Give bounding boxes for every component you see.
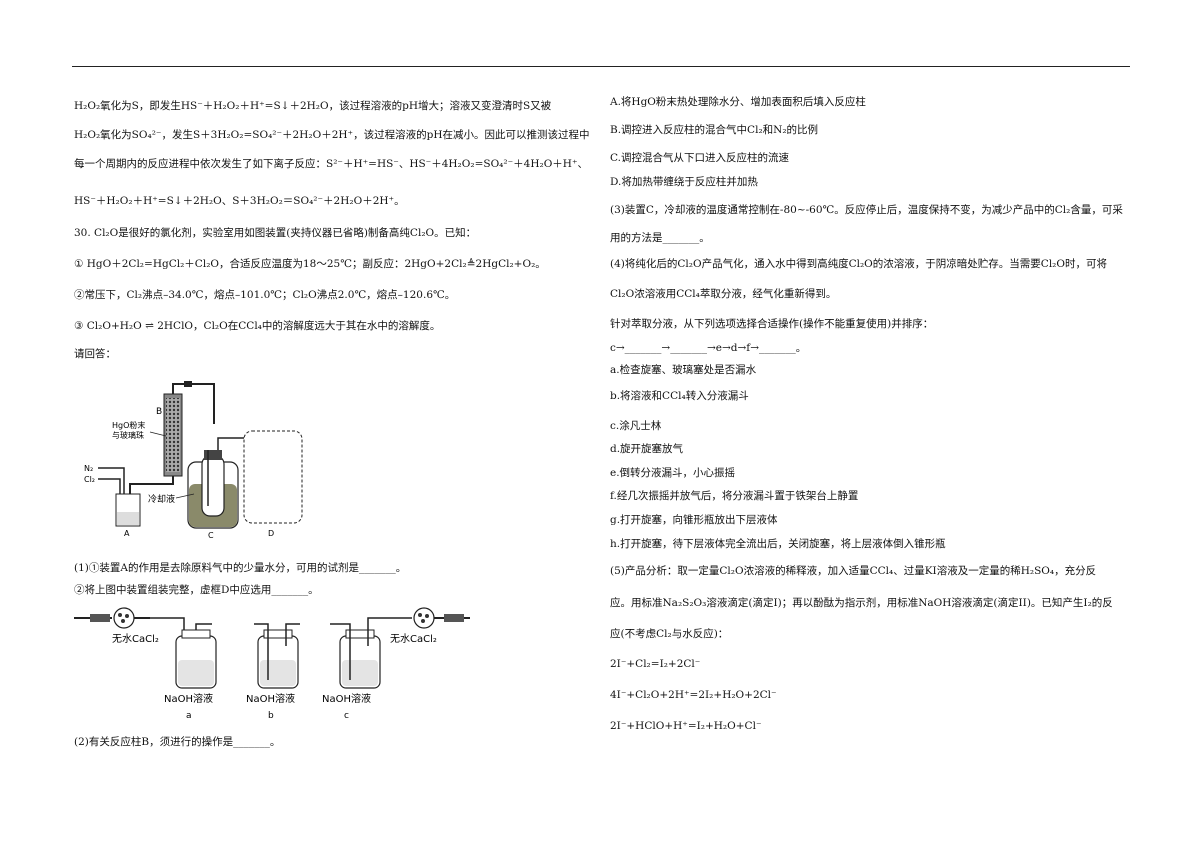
step-c: c.涂凡士林: [610, 420, 662, 432]
label-a: A: [124, 529, 130, 538]
option-a: A.将HgO粉末热处理除水分、增加表面积后填入反应柱: [610, 96, 866, 108]
question-5-line-1: (5)产品分析：取一定量Cl₂O浓溶液的稀释液，加入适量CCl₄、过量KI溶液及…: [610, 565, 1097, 577]
sub-question-1-1: (1)①装置A的作用是去除原料气中的少量水分，可用的试剂是_______。: [74, 562, 407, 574]
step-d: d.旋开旋塞放气: [610, 443, 684, 455]
apparatus-diagram: B HgO粉末 与玻璃珠 N₂ Cl₂ 冷却液 A C D: [84, 381, 303, 540]
trap-c: [201, 455, 225, 517]
step-f: f.经几次振摇并放气后，将分液漏斗置于铁架台上静置: [610, 490, 859, 502]
step-b: b.将溶液和CCl₄转入分液漏斗: [610, 390, 749, 402]
label-cacl2-c: 无水CaCl₂: [390, 633, 437, 645]
options-figure: 无水CaCl₂ 无水CaCl₂ NaOH溶液 NaOH溶液 NaOH溶液 a b…: [72, 606, 472, 724]
equation-3: 2I⁻+HClO+H⁺=I₂+H₂O+Cl⁻: [610, 720, 762, 732]
question-3-line-2: 用的方法是_______。: [610, 232, 710, 244]
options-diagram: 无水CaCl₂ 无水CaCl₂ NaOH溶液 NaOH溶液 NaOH溶液 a b…: [74, 607, 470, 721]
known-1: ① HgO＋2Cl₂=HgCl₂＋Cl₂O，合适反应温度为18～25℃；副反应：…: [74, 258, 546, 270]
label-option-b: b: [268, 711, 274, 721]
question-3-line-1: (3)装置C，冷却液的温度通常控制在-80~-60℃。反应停止后，温度保持不变，…: [610, 204, 1123, 216]
label-option-c: c: [344, 711, 349, 721]
sub-question-1-2: ②将上图中装置组装完整，虚框D中应选用_______。: [74, 584, 319, 596]
label-cooling-liquid: 冷却液: [148, 493, 175, 505]
sub-question-2: (2)有关反应柱B，须进行的操作是_______。: [74, 736, 281, 748]
question-4-sequence: c→_______→_______→e→d→f→_______。: [610, 342, 807, 354]
option-d: D.将加热带缠绕于反应柱并加热: [610, 176, 758, 188]
question-4-line-3: 针对萃取分液，从下列选项选择合适操作(操作不能重复使用)并排序：: [610, 318, 934, 330]
question-4-line-1: (4)将纯化后的Cl₂O产品气化，通入水中得到高纯度Cl₂O的浓溶液，于阴凉暗处…: [610, 258, 1107, 270]
label-naoh-c: NaOH溶液: [322, 692, 371, 705]
label-naoh-b: NaOH溶液: [246, 692, 295, 705]
label-hgo-2: 与玻璃珠: [112, 430, 144, 440]
label-n2: N₂: [84, 464, 93, 473]
question-5-line-3: 应(不考虑Cl₂与水反应)：: [610, 628, 729, 640]
question-5-line-2: 应。用标准Na₂S₂O₃溶液滴定(滴定I)；再以酚酞为指示剂，用标准NaOH溶液…: [610, 597, 1113, 609]
known-3: ③ Cl₂O+H₂O ⇌ 2HClO，Cl₂O在CCl₄中的溶解度远大于其在水中…: [74, 320, 441, 332]
label-b: B: [156, 407, 162, 417]
label-d: D: [268, 529, 274, 538]
step-a: a.检查旋塞、玻璃塞处是否漏水: [610, 364, 757, 376]
step-e: e.倒转分液漏斗，小心振摇: [610, 467, 736, 479]
equation-2: 4I⁻+Cl₂O+2H⁺=2I₂+H₂O+2Cl⁻: [610, 689, 777, 701]
apparatus-figure: B HgO粉末 与玻璃珠 N₂ Cl₂ 冷却液 A C D: [84, 376, 314, 540]
text-line: HS⁻＋H₂O₂＋H⁺=S↓＋2H₂O、S＋3H₂O₂＝SO₄²⁻＋2H₂O＋2…: [74, 195, 405, 207]
question-4-line-2: Cl₂O浓溶液用CCl₄萃取分液，经气化重新得到。: [610, 288, 837, 300]
label-naoh-a: NaOH溶液: [164, 692, 213, 705]
step-h: h.打开旋塞，待下层液体完全流出后，关闭旋塞，将上层液体倒入锥形瓶: [610, 538, 946, 550]
label-c: C: [208, 531, 214, 538]
step-g: g.打开旋塞，向锥形瓶放出下层液体: [610, 514, 778, 526]
equation-1: 2I⁻+Cl₂=I₂+2Cl⁻: [610, 658, 701, 670]
label-hgo-1: HgO粉末: [112, 420, 145, 430]
label-cacl2-a: 无水CaCl₂: [112, 633, 159, 645]
text-line: 每一个周期内的反应进程中依次发生了如下离子反应：S²⁻＋H⁺=HS⁻、HS⁻＋4…: [74, 158, 589, 170]
label-cl2: Cl₂: [84, 475, 95, 484]
please-answer: 请回答：: [74, 348, 116, 360]
option-b: B.调控进入反应柱的混合气中Cl₂和N₂的比例: [610, 124, 819, 136]
text-line: H₂O₂氧化为S，即发生HS⁻＋H₂O₂＋H⁺=S↓＋2H₂O，该过程溶液的pH…: [74, 100, 552, 112]
option-c: C.调控混合气从下口进入反应柱的流速: [610, 152, 789, 164]
text-line: H₂O₂氧化为SO₄²⁻，发生S＋3H₂O₂=SO₄²⁻＋2H₂O＋2H⁺，该过…: [74, 129, 590, 141]
dashed-box-d: [243, 430, 303, 524]
known-2: ②常压下，Cl₂沸点–34.0℃，熔点–101.0℃；Cl₂O沸点2.0℃，熔点…: [74, 289, 456, 301]
question-30-stem: 30. Cl₂O是很好的氯化剂，实验室用如图装置(夹持仪器已省略)制备高纯Cl₂…: [74, 227, 477, 239]
header-rule: [72, 66, 1130, 67]
label-option-a: a: [186, 711, 192, 721]
